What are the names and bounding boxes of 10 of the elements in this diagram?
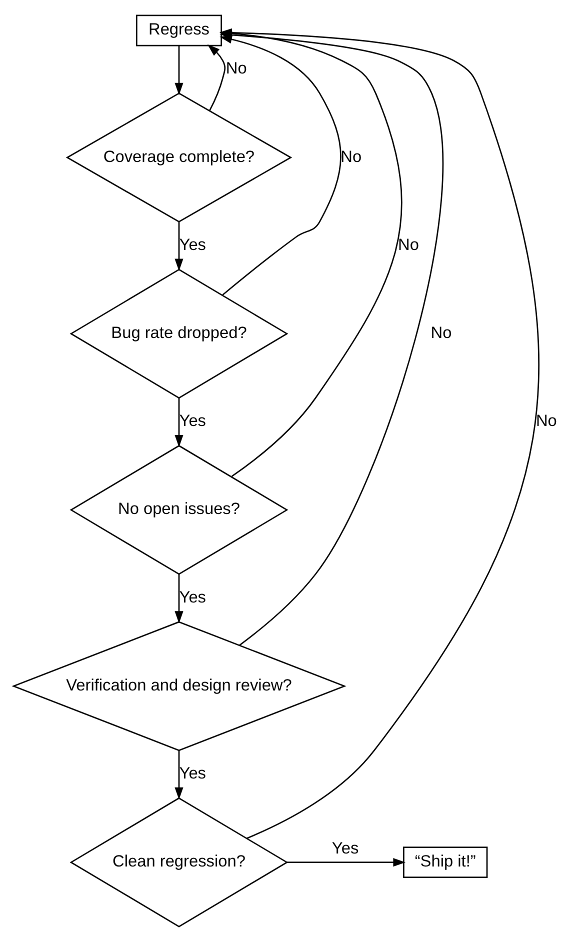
edge-label: No xyxy=(536,412,557,430)
edge-label: Yes xyxy=(179,236,206,254)
edge-label: No xyxy=(430,324,452,342)
edge-label: Yes xyxy=(179,588,206,606)
edge-label: Yes xyxy=(179,412,206,430)
edge-label: No xyxy=(340,148,362,166)
edge-label: No xyxy=(226,60,247,78)
edge-label: Yes xyxy=(332,840,359,858)
edge-label: Yes xyxy=(179,764,206,782)
edge-label: No xyxy=(398,236,419,254)
